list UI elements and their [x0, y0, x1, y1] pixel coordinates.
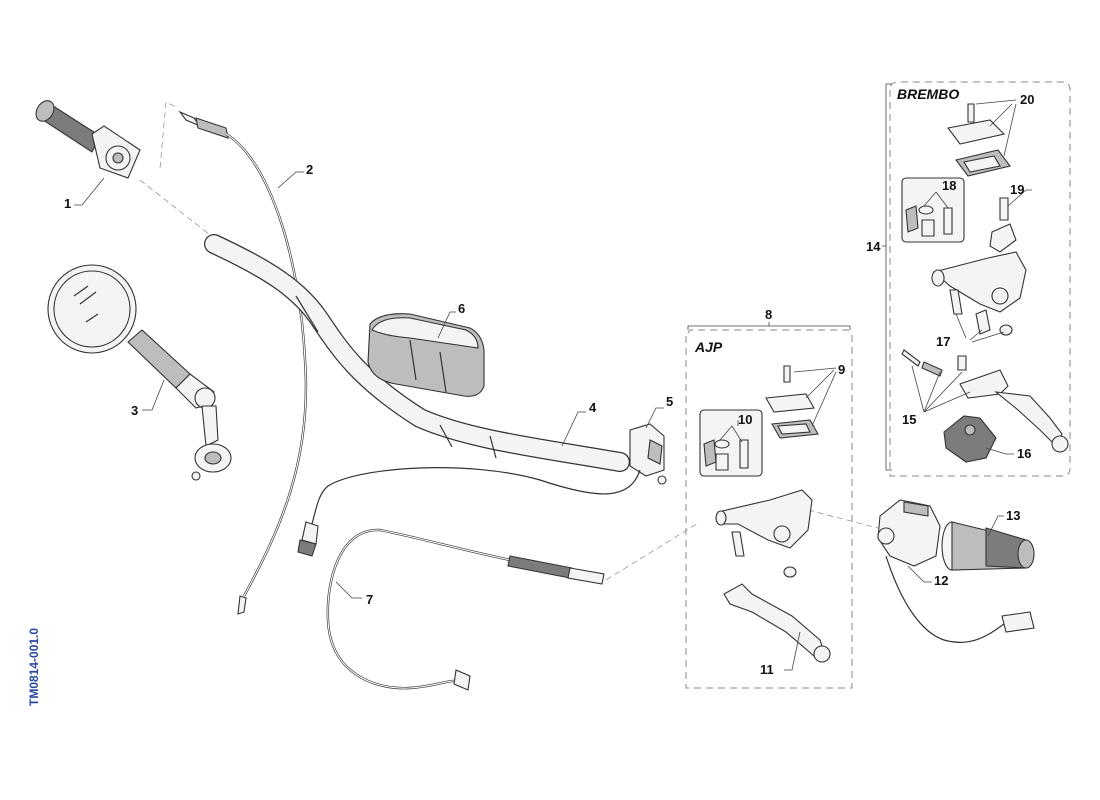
leader-2: [277, 171, 304, 189]
brembo-lever-cover: [943, 415, 997, 463]
callout-17: 17: [936, 334, 950, 349]
brembo-group-title: BREMBO: [897, 86, 959, 102]
leader-11: [784, 631, 801, 671]
clutch-to-switch-axis-line: [807, 509, 879, 529]
callout-10: 10: [738, 412, 752, 427]
callout-6: 6: [458, 301, 465, 316]
throttle-cable: [178, 110, 308, 615]
leader-17: [955, 313, 1005, 343]
leader-18: [923, 191, 949, 209]
callout-11: 11: [760, 662, 774, 677]
ajp-group-title: AJP: [694, 339, 723, 355]
ajp-reservoir-cover: [765, 365, 819, 439]
brembo-clamp: [989, 197, 1017, 253]
clutch-cable: [326, 528, 605, 691]
leader-10: [719, 420, 743, 443]
ajp-repair-kit: [699, 409, 763, 477]
brembo-group-bracket: [882, 83, 892, 471]
callout-7: 7: [366, 592, 373, 607]
callout-16: 16: [1017, 446, 1031, 461]
leader-13: [987, 515, 1004, 537]
callout-13: 13: [1006, 508, 1020, 523]
ajp-clutch-lever: [723, 583, 831, 663]
handlebar-pad: [367, 313, 485, 397]
leader-1: [74, 177, 105, 206]
left-switch: [297, 423, 667, 557]
brembo-master-cylinder: [931, 251, 1027, 336]
callout-1: 1: [64, 196, 71, 211]
throttle-grip: [35, 100, 141, 179]
callout-3: 3: [131, 403, 138, 418]
handlebar: [204, 234, 630, 472]
leader-4: [561, 411, 586, 447]
brembo-repair-kit: [901, 177, 965, 243]
leader-6: [437, 311, 456, 339]
rear-view-mirror: [47, 264, 232, 481]
ajp-master-cylinder: [715, 489, 813, 578]
leader-7: [335, 581, 362, 599]
callout-8: 8: [765, 307, 772, 322]
callout-14: 14: [866, 239, 881, 254]
callout-2: 2: [306, 162, 313, 177]
leader-3: [142, 379, 165, 411]
throttle-cable-axis-line: [159, 101, 179, 169]
leader-19: [1007, 189, 1032, 207]
callout-15: 15: [902, 412, 916, 427]
drawing-code: TM0814-001.0: [27, 628, 41, 706]
throttle-axis-line: [139, 179, 215, 239]
leader-5: [645, 407, 664, 429]
leader-9: [793, 367, 837, 427]
ajp-group-box: [685, 329, 853, 689]
leader-16: [985, 447, 1014, 455]
brembo-group-box: [889, 81, 1071, 477]
leader-15: [911, 365, 971, 413]
ajp-group-bracket: [687, 322, 851, 330]
callout-4: 4: [589, 400, 597, 415]
callout-12: 12: [934, 573, 948, 588]
leader-20: [975, 99, 1017, 157]
left-grip: [941, 521, 1035, 571]
right-switch: [877, 499, 1035, 643]
leader-12: [907, 565, 932, 583]
callout-5: 5: [666, 394, 673, 409]
clutch-axis-line: [605, 521, 701, 581]
callout-19: 19: [1010, 182, 1024, 197]
callout-20: 20: [1020, 92, 1034, 107]
callout-9: 9: [838, 362, 845, 377]
brembo-brake-lever: [901, 349, 1069, 453]
callout-18: 18: [942, 178, 956, 193]
